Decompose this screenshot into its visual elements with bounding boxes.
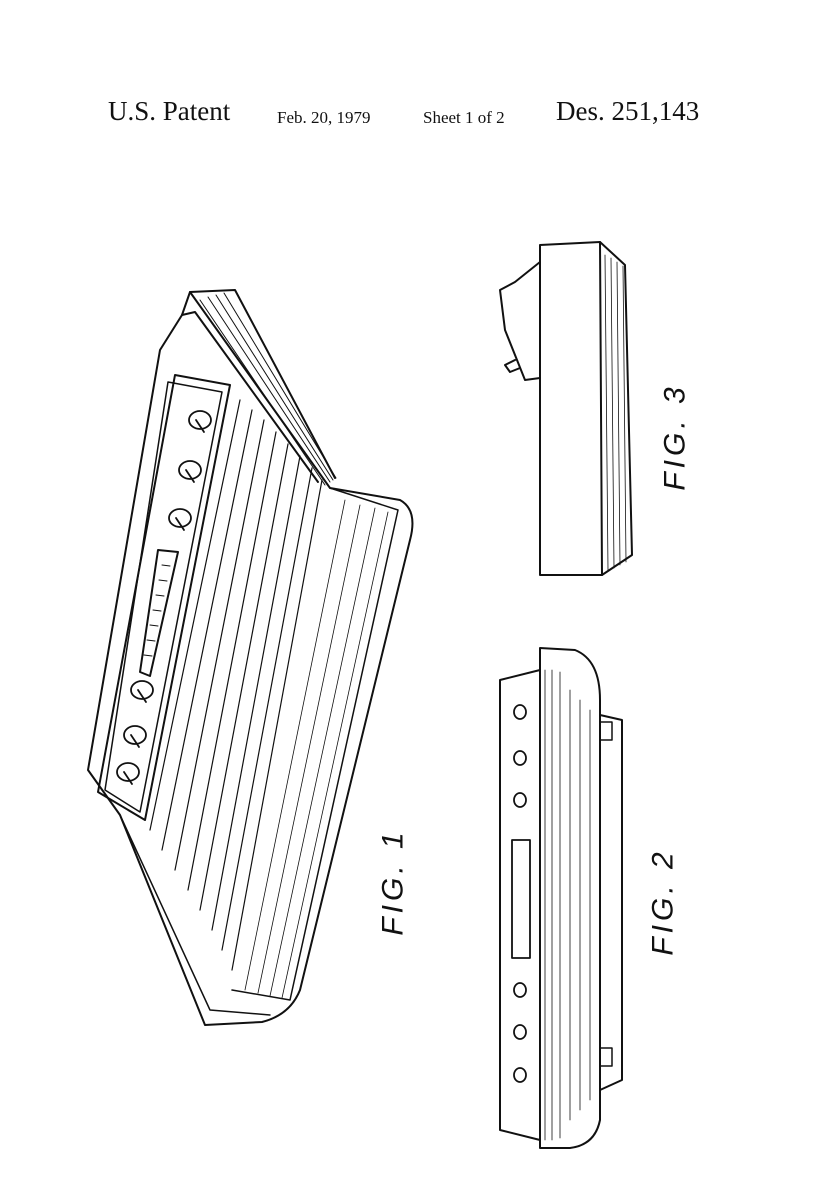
patent-number: Des. 251,143 <box>556 96 700 126</box>
fig3-label: FIG. 3 <box>658 383 692 491</box>
fig2-label: FIG. 2 <box>646 848 680 956</box>
fig1-drawing <box>87 289 414 1026</box>
fig3-drawing <box>499 241 633 576</box>
fig1-label: FIG. 1 <box>376 828 410 936</box>
fig2-drawing <box>499 647 623 1149</box>
patent-title: U.S. Patent <box>108 96 231 126</box>
patent-date: Feb. 20, 1979 <box>277 108 371 127</box>
sheet-number: Sheet 1 of 2 <box>423 108 505 127</box>
